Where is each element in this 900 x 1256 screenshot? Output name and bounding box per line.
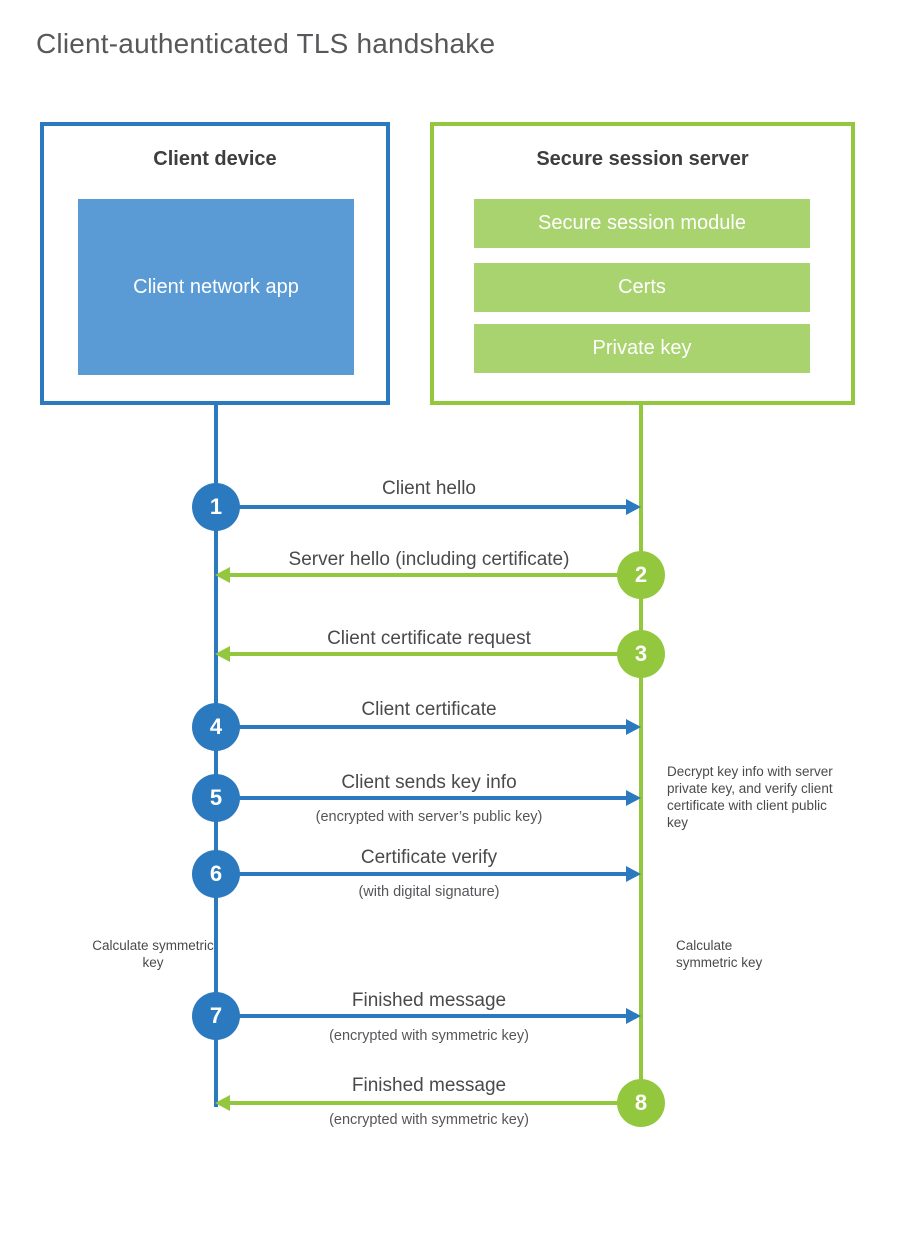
- step-7-number-badge: 7: [192, 992, 240, 1040]
- step-5-sublabel: (encrypted with server’s public key): [315, 809, 543, 825]
- decrypt-note: Decrypt key info with server private key…: [667, 764, 833, 830]
- client-network-app-label: Client network app: [133, 275, 299, 298]
- step-3-number-badge: 3: [617, 630, 665, 678]
- step-5-number-badge: 5: [192, 774, 240, 822]
- step-4-label: Client certificate: [361, 699, 497, 720]
- step-2-arrowhead-left-icon: [215, 567, 230, 583]
- step-5-label: Client sends key info: [341, 772, 517, 793]
- step-6-sublabel: (with digital signature): [358, 884, 500, 900]
- step-7-label: Finished message: [351, 990, 507, 1011]
- step-1-label: Client hello: [382, 478, 476, 499]
- client-device-title: Client device: [153, 148, 277, 170]
- step-1-number-badge: 1: [192, 483, 240, 531]
- step-8-arrow-line: [230, 1101, 641, 1105]
- step-2-number-badge: 2: [617, 551, 665, 599]
- page-title: Client-authenticated TLS handshake: [36, 28, 496, 59]
- step-5-arrowhead-right-icon: [626, 790, 641, 806]
- step-3-arrowhead-left-icon: [215, 646, 230, 662]
- server-certs-label: Certs: [618, 276, 666, 298]
- step-5-arrow-line: [216, 796, 627, 800]
- step-7-arrowhead-right-icon: [626, 1008, 641, 1024]
- step-7-arrow-line: [216, 1014, 627, 1018]
- calculate-symmetric-key-server-note: Calculate symmetric key: [676, 938, 763, 970]
- step-8-sublabel: (encrypted with symmetric key): [329, 1112, 529, 1128]
- step-4-number-badge: 4: [192, 703, 240, 751]
- step-4-arrow-line: [216, 725, 627, 729]
- step-8-arrowhead-left-icon: [215, 1095, 230, 1111]
- server-module-bar: Secure session module: [474, 199, 810, 248]
- client-network-app-box: Client network app: [78, 199, 354, 375]
- server-certs-bar: Certs: [474, 263, 810, 312]
- step-2-label: Server hello (including certificate): [288, 549, 570, 570]
- step-6-label: Certificate verify: [360, 847, 498, 868]
- step-1-arrowhead-right-icon: [626, 499, 641, 515]
- step-6-arrowhead-right-icon: [626, 866, 641, 882]
- calculate-symmetric-key-client-note: Calculate symmetric key: [92, 938, 214, 970]
- step-1-arrow-line: [216, 505, 627, 509]
- step-4-arrowhead-right-icon: [626, 719, 641, 735]
- step-7-sublabel: (encrypted with symmetric key): [329, 1028, 529, 1044]
- step-8-number-badge: 8: [617, 1079, 665, 1127]
- step-6-number-badge: 6: [192, 850, 240, 898]
- server-lifeline: [639, 405, 643, 1105]
- client-lifeline: [214, 405, 218, 1107]
- server-module-label: Secure session module: [538, 212, 746, 234]
- step-2-arrow-line: [230, 573, 641, 577]
- server-private-key-bar: Private key: [474, 324, 810, 373]
- step-8-label: Finished message: [351, 1075, 507, 1096]
- server-private-key-label: Private key: [592, 337, 692, 359]
- step-3-arrow-line: [230, 652, 641, 656]
- step-6-arrow-line: [216, 872, 627, 876]
- step-3-label: Client certificate request: [327, 628, 531, 649]
- server-title: Secure session server: [536, 148, 749, 170]
